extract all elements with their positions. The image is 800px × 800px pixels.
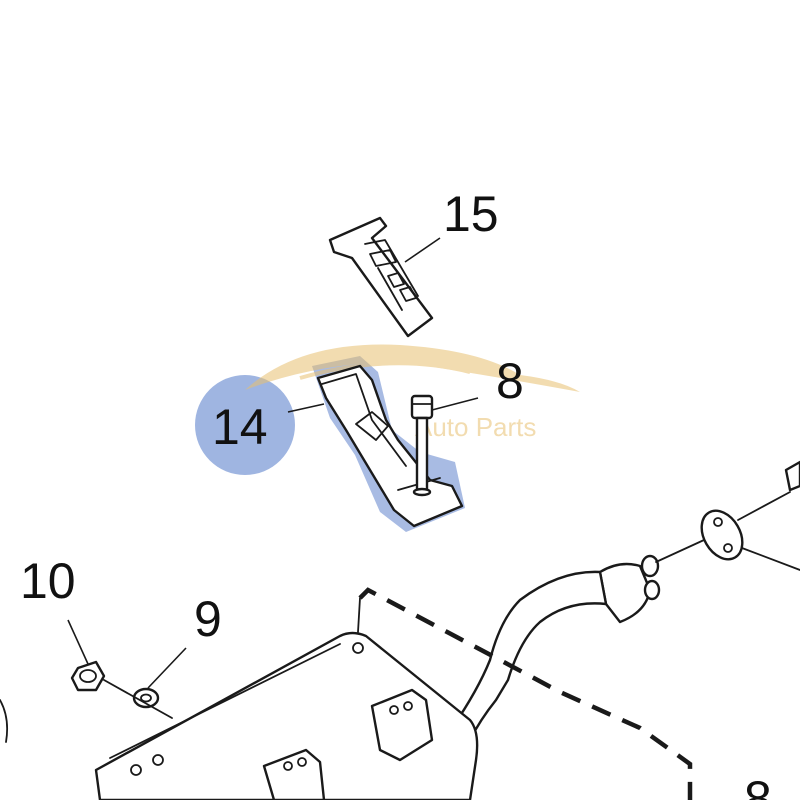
leader-14 xyxy=(287,403,325,413)
leader-9 xyxy=(147,647,187,689)
watermark-text: Auto Parts xyxy=(415,412,536,442)
part-15-bracket[interactable] xyxy=(328,216,434,338)
callout-10: 10 xyxy=(20,553,76,609)
dashed-outline-end xyxy=(357,597,361,633)
callout-8-bottom: 8 xyxy=(744,771,772,800)
leader-15 xyxy=(404,237,441,263)
part-8-bolt[interactable] xyxy=(410,394,434,497)
muffler[interactable] xyxy=(94,631,479,800)
callout-9: 9 xyxy=(194,591,222,647)
dashed-outline xyxy=(358,587,693,800)
leader-8 xyxy=(431,397,479,411)
part-14-strap[interactable] xyxy=(316,364,464,528)
stud-line xyxy=(103,679,173,719)
part-10-nut[interactable] xyxy=(70,660,106,692)
watermark-car-swoosh xyxy=(245,344,580,392)
rubber-hanger[interactable] xyxy=(693,460,800,571)
watermark-car-line xyxy=(299,361,471,380)
tail-pipe[interactable] xyxy=(450,539,705,742)
left-edge-part xyxy=(0,699,9,743)
leader-10 xyxy=(67,619,89,665)
callout-8: 8 xyxy=(496,353,524,409)
watermark: Auto Parts xyxy=(245,344,580,442)
callout-15: 15 xyxy=(443,186,499,242)
callout-14: 14 xyxy=(212,399,268,455)
highlight-circle xyxy=(195,375,295,475)
part-9-washer[interactable] xyxy=(132,687,160,709)
